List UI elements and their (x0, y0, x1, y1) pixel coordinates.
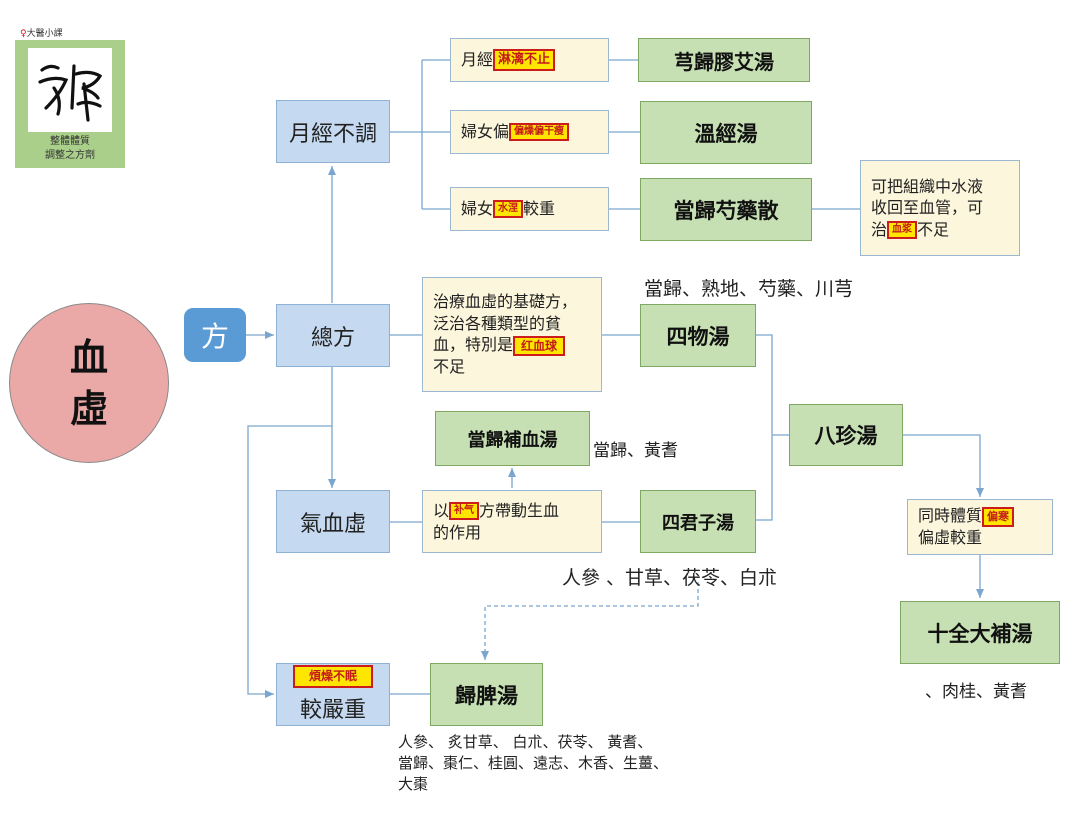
c2-prefix: 婦女偏 (461, 122, 510, 142)
c2-highlight: 偏燥偏干瘦 (509, 123, 570, 141)
wire-f6-cold (903, 434, 984, 497)
ingredients-gui-pi-line2: 當歸、棗仁、桂圓、遠志、木香、生薑、 (398, 754, 669, 772)
c3-prefix: 婦女 (461, 199, 494, 219)
cold-prefix: 同時體質 (918, 506, 983, 526)
formula-si-wu: 四物湯 (640, 304, 756, 367)
plasma-line1: 可把組織中水液 (871, 176, 984, 196)
logo: 整體體質 調整之方劑 (15, 40, 125, 168)
c3-highlight: 水涅 (493, 200, 524, 218)
condition-dry-thin: 婦女偏偏燥偏干瘦 (450, 110, 609, 154)
plasma-line3: 治血浆不足 (871, 219, 949, 241)
category-general: 總方 (276, 304, 390, 367)
severe-label: 較嚴重 (299, 697, 366, 723)
root-node-blood-deficiency: 血 虛 (9, 303, 169, 463)
general-highlight: 红血球 (513, 335, 566, 357)
general-line4: 不足 (433, 357, 466, 377)
plasma-highlight: 血浆 (887, 221, 918, 240)
general-line3: 血，特別是红血球 (433, 334, 566, 357)
category-menstrual: 月經不調 (276, 100, 390, 163)
formula-shi-quan-da-bu: 十全大補湯 (900, 601, 1060, 664)
c3-suffix: 較重 (523, 199, 556, 219)
wire-f7-f9 (481, 582, 699, 660)
brand-name: 大醫小課 (26, 29, 63, 39)
general-line3-prefix: 血，特別是 (433, 335, 514, 355)
formula-dang-gui-bu-xue: 當歸補血湯 (435, 411, 590, 466)
formula-ba-zhen: 八珍湯 (789, 404, 903, 466)
qi-line2: 的作用 (433, 522, 482, 542)
logo-calligraphy (28, 48, 112, 132)
ingredients-shi-quan: 、肉桂、黃耆 (925, 682, 1027, 702)
cold-line1: 同時體質偏寒 (918, 505, 1015, 527)
cold-highlight: 偏寒 (982, 507, 1015, 527)
severe-highlight: 煩燥不眠 (292, 665, 373, 688)
root-line2: 虛 (69, 386, 108, 431)
ingredients-si-wu: 當歸、熟地、芍藥、川芎 (644, 278, 854, 300)
calligraphy-mark (38, 64, 103, 122)
note-general-formula: 治療血虛的基礎方， 泛治各種類型的貧 血，特別是红血球 不足 (422, 277, 602, 392)
ingredients-gui-pi-line3: 大棗 (398, 775, 429, 793)
qi-prefix: 以 (433, 500, 450, 520)
plasma-suffix: 不足 (917, 219, 950, 239)
wire-menstrual-branches (390, 59, 450, 210)
plasma-prefix: 治 (871, 219, 888, 239)
root-line1: 血 (69, 334, 108, 380)
qi-suffix: 方帶動生血 (479, 500, 560, 520)
formula-gui-pi: 歸脾湯 (430, 663, 543, 726)
category-qi-blood: 氣血虛 (276, 490, 390, 553)
logo-subtitle: 整體體質 調整之方劑 (15, 135, 125, 163)
formula-dang-gui-shao-yao: 當歸芍藥散 (640, 178, 812, 241)
ingredients-si-jun-zi: 人參 、甘草、茯苓、白朮 (562, 567, 778, 589)
c1-highlight: 淋漓不止 (493, 49, 556, 71)
condition-menstrual-dripping: 月經淋漓不止 (450, 38, 609, 82)
note-plasma: 可把組織中水液 收回至血管，可 治血浆不足 (860, 160, 1020, 256)
brand-mark-icon: ♀ (20, 29, 27, 39)
qi-line1: 以补气方帶動生血 (433, 500, 559, 522)
general-line2: 泛治各種類型的貧 (433, 313, 562, 333)
brand-label: ♀大醫小課 (20, 26, 63, 39)
cold-line2: 偏虛較重 (918, 528, 983, 547)
wire-to-severe (247, 425, 332, 698)
ingredients-gui-pi-line1: 人參、 炙甘草、 白朮、茯苓、 黃耆、 (398, 733, 653, 751)
wire-f4-f6 (756, 334, 789, 521)
fang-tag: 方 (184, 308, 246, 362)
formula-wen-jing: 溫經湯 (640, 101, 812, 164)
c1-prefix: 月經 (461, 50, 494, 70)
logo-subtitle-line2: 調整之方劑 (45, 150, 95, 161)
note-cold-constitution: 同時體質偏寒 偏虛較重 (907, 499, 1053, 555)
qi-highlight: 补气 (449, 502, 480, 521)
ingredients-dang-gui-bu-xue: 當歸、黃耆 (593, 441, 678, 461)
plasma-line2: 收回至血管，可 (871, 198, 984, 218)
general-line1: 治療血虛的基礎方， (433, 292, 578, 312)
formula-xiong-gui-jiao-ai: 芎歸膠艾湯 (638, 38, 810, 82)
note-qi-tonify: 以补气方帶動生血 的作用 (422, 490, 602, 553)
logo-subtitle-line1: 整體體質 (50, 136, 90, 147)
formula-si-jun-zi: 四君子湯 (640, 490, 756, 553)
condition-damp: 婦女水涅較重 (450, 187, 609, 231)
category-severe: 煩燥不眠 較嚴重 (276, 663, 390, 726)
